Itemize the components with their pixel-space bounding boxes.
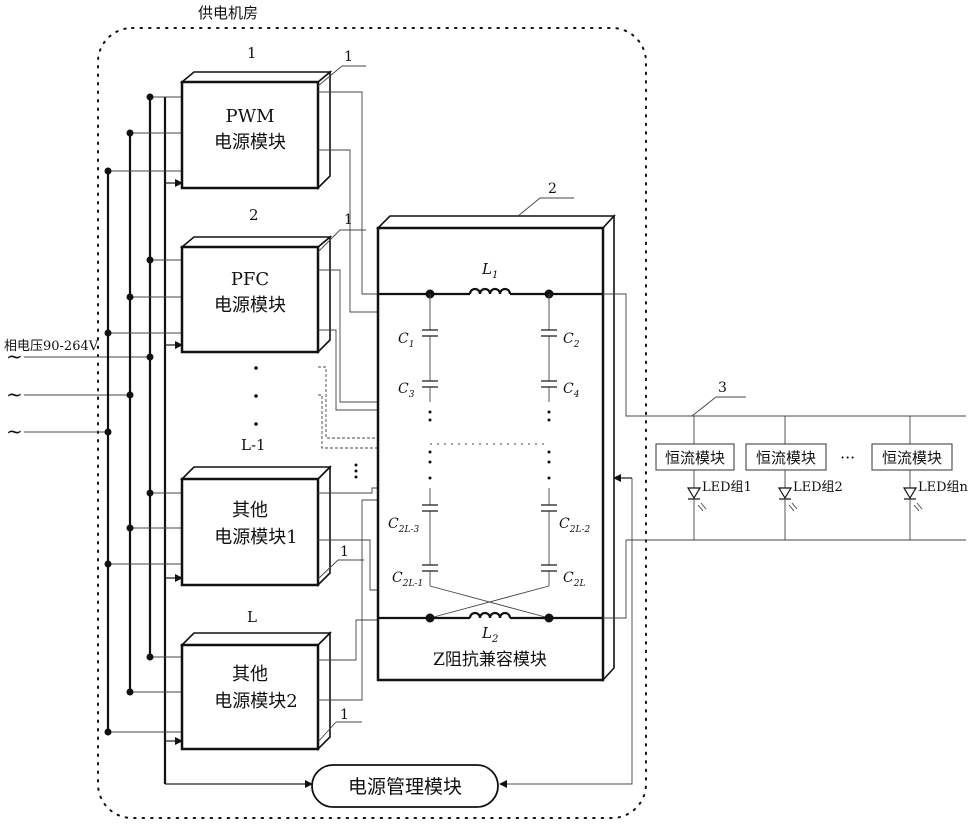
module-other-2-index: L [247, 608, 257, 626]
module-other-2-line1: 其他 [232, 664, 268, 685]
led-section: 3 恒流模块 LED组1 恒流模块 LED组2 ··· 恒流模块 LED组n [656, 380, 969, 540]
module-other-1: L-1 其他 电源模块1 [182, 436, 330, 585]
ref-3-label: 3 [718, 380, 727, 396]
module-other-1-index: L-1 [241, 436, 266, 454]
module-pfc-line2: 电源模块 [214, 295, 286, 316]
module-pfc-line1: PFC [231, 269, 269, 290]
cc-module-1-label: 恒流模块 [665, 449, 725, 467]
ac-source-3-symbol: ~ [6, 419, 23, 443]
led-group-1-label: LED组1 [702, 480, 752, 495]
cc-ellipsis: ··· [840, 448, 855, 467]
module-pwm-line1: PWM [225, 106, 274, 127]
ac-source-2-symbol: ~ [6, 382, 23, 406]
svg-text:1: 1 [344, 212, 353, 228]
module-pwm-line2: 电源模块 [214, 132, 286, 153]
module-pwm: 1 PWM 电源模块 [182, 44, 330, 188]
module-other-1-line1: 其他 [232, 500, 268, 521]
power-management-module: 电源管理模块 [165, 765, 498, 807]
power-management-label: 电源管理模块 [348, 776, 462, 798]
z-module-label: Z阻抗兼容模块 [433, 650, 547, 670]
cc-module-2-label: 恒流模块 [756, 449, 816, 467]
ref-2-label: 2 [548, 181, 557, 197]
module-other-2: L 其他 电源模块2 [182, 608, 330, 749]
svg-text:1: 1 [344, 49, 353, 65]
svg-text:1: 1 [340, 707, 349, 723]
module-ellipsis [254, 366, 357, 478]
room-label: 供电机房 [198, 4, 258, 22]
ac-source-1-symbol: ~ [6, 344, 23, 368]
z-impedance-module: 2 L1 C1 C2 C3 C4 [378, 181, 614, 680]
svg-text:1: 1 [340, 544, 349, 560]
module-other-1-line2: 电源模块1 [214, 527, 297, 548]
led-group-n-label: LED组n [918, 480, 969, 495]
module-pfc-index: 2 [249, 206, 259, 224]
module-pwm-index: 1 [247, 44, 257, 62]
module-other-2-line2: 电源模块2 [214, 691, 297, 712]
cc-module-n-label: 恒流模块 [882, 449, 942, 467]
module-input-wires [105, 94, 183, 742]
module-pfc: 2 PFC 电源模块 [182, 206, 330, 352]
led-group-2-label: LED组2 [793, 480, 843, 495]
